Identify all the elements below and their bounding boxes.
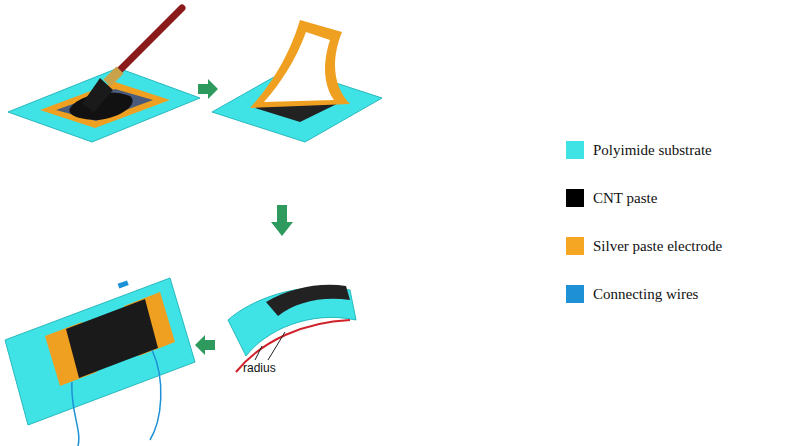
- legend-swatch: [566, 189, 584, 207]
- legend-text: Polyimide substrate: [593, 142, 712, 159]
- legend-entry: Connecting wires: [566, 270, 722, 318]
- legend: Polyimide substrateCNT pasteSilver paste…: [566, 126, 722, 318]
- legend-text: Connecting wires: [593, 286, 698, 303]
- legend-entry: Polyimide substrate: [566, 126, 722, 174]
- flow-arrow: [271, 205, 293, 236]
- bend-step: [228, 285, 356, 372]
- legend-entry: Silver paste electrode: [566, 222, 722, 270]
- legend-swatch: [566, 237, 584, 255]
- peel-step: [212, 20, 382, 142]
- brush-step: [8, 8, 200, 142]
- flow-arrow: [195, 335, 215, 355]
- legend-swatch: [566, 285, 584, 303]
- flow-arrow: [198, 79, 218, 99]
- sensor-device: [5, 278, 195, 446]
- legend-swatch: [566, 141, 584, 159]
- part-label: radius: [241, 362, 278, 375]
- legend-text: CNT paste: [593, 190, 657, 207]
- legend-entry: CNT paste: [566, 174, 722, 222]
- legend-text: Silver paste electrode: [593, 238, 722, 255]
